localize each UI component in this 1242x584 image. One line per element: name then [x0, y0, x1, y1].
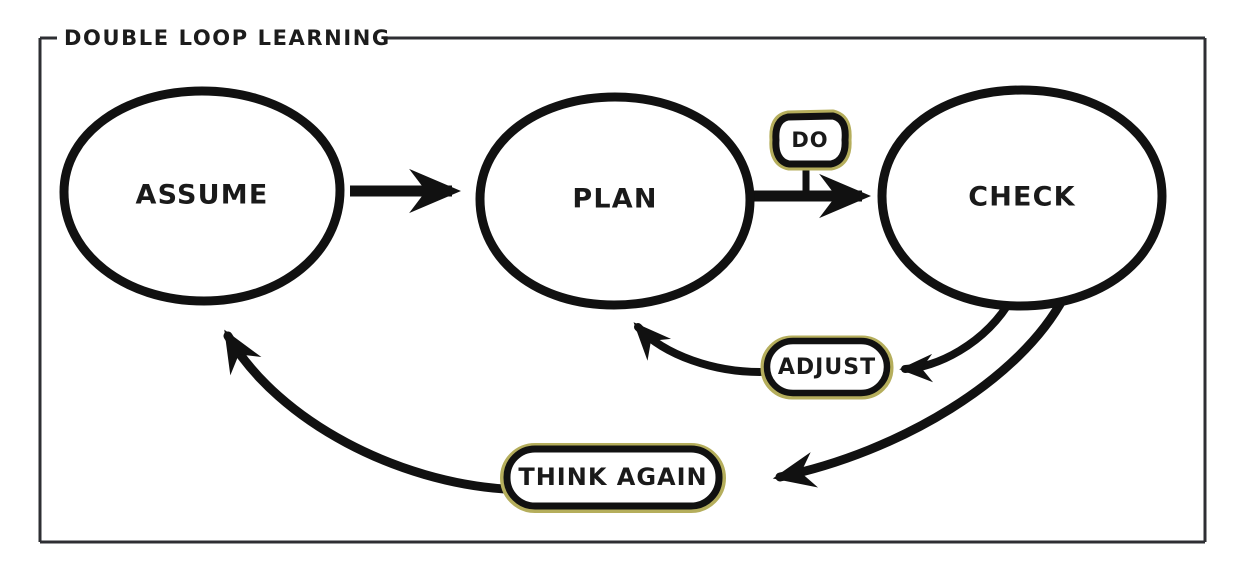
- badge-adjust[interactable]: ADJUST: [760, 335, 894, 400]
- edge-check-to-think-again: [772, 292, 1069, 488]
- badge-think-again[interactable]: THINK AGAIN: [500, 443, 726, 513]
- node-assume[interactable]: ASSUME: [59, 86, 345, 306]
- node-plan[interactable]: PLAN: [475, 92, 755, 310]
- frame-title: DOUBLE LOOP LEARNING: [64, 26, 391, 50]
- node-check[interactable]: CHECK: [877, 85, 1167, 311]
- node-plan-label: PLAN: [572, 184, 657, 215]
- badge-adjust-label: ADJUST: [778, 355, 876, 380]
- edge-think-again-to-assume: [223, 329, 510, 494]
- node-assume-label: ASSUME: [135, 180, 268, 211]
- edge-check-to-adjust: [899, 294, 1016, 383]
- badge-do[interactable]: DO: [769, 109, 852, 171]
- badge-think-again-label: THINK AGAIN: [518, 463, 707, 491]
- edge-adjust-to-plan: [633, 322, 764, 376]
- node-check-label: CHECK: [968, 182, 1076, 213]
- badge-do-label: DO: [791, 128, 828, 152]
- frame-border: [38, 36, 1207, 544]
